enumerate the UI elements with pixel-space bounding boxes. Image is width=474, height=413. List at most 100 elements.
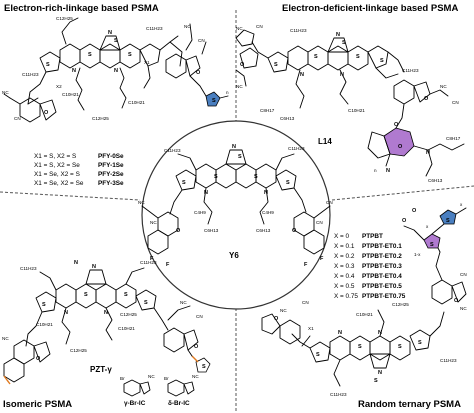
svg-text:N: N <box>64 310 68 316</box>
svg-text:x: x <box>426 224 429 229</box>
svg-text:N: N <box>336 32 340 38</box>
svg-text:C6H13: C6H13 <box>204 228 219 233</box>
svg-text:S: S <box>88 52 92 58</box>
svg-text:N: N <box>338 330 342 336</box>
svg-text:C4H9: C4H9 <box>262 210 274 215</box>
compound-PZT-gamma: PZT-γ <box>90 365 112 374</box>
svg-text:S: S <box>254 174 258 180</box>
svg-text:O: O <box>194 344 199 350</box>
svg-text:C4H9: C4H9 <box>194 210 206 215</box>
svg-text:X1 = Se, X2 = Se: X1 = Se, X2 = Se <box>34 180 84 187</box>
legend-row: X = 0.5 PTPBT-ET0.5 <box>334 283 402 290</box>
panel-title-bottom-right: Random ternary PSMA <box>358 399 461 410</box>
svg-text:S: S <box>212 98 216 104</box>
structure-bottom-left: N N S S S S N N O O S NC NC CN C11H23 C1… <box>2 260 211 407</box>
svg-text:N: N <box>340 72 344 78</box>
svg-text:1-x: 1-x <box>414 252 421 257</box>
svg-text:S: S <box>358 344 362 350</box>
svg-text:N: N <box>232 144 236 150</box>
center-circle <box>141 120 331 310</box>
svg-text:C10H21: C10H21 <box>118 326 135 331</box>
svg-text:PTPBT-ET0.4: PTPBT-ET0.4 <box>362 273 402 280</box>
svg-text:CN: CN <box>256 24 263 29</box>
svg-text:O: O <box>292 228 297 234</box>
svg-text:O: O <box>36 356 41 362</box>
svg-text:S: S <box>356 54 360 60</box>
svg-text:C11H23: C11H23 <box>288 146 305 151</box>
svg-text:NC: NC <box>236 26 243 31</box>
svg-text:N: N <box>114 68 118 74</box>
svg-text:X1 = Se, X2 = S: X1 = Se, X2 = S <box>34 171 80 178</box>
svg-text:X1 = S, X2 = Se: X1 = S, X2 = Se <box>34 162 80 169</box>
svg-text:PFY-1Se: PFY-1Se <box>98 162 124 169</box>
panel-title-top-right: Electron-deficient-linkage based PSMA <box>282 3 458 14</box>
top-left-legend: X1 = S, X2 = S PFY-0Se X1 = S, X2 = Se P… <box>34 153 124 187</box>
svg-text:PFY-2Se: PFY-2Se <box>98 171 124 178</box>
svg-text:S: S <box>144 300 148 306</box>
bottom-right-legend: X = 0 PTPBT X = 0.1 PTPBT-ET0.1 X = 0.2 … <box>334 233 406 300</box>
structure-bottom-right: N S S S S S N N O O S S O O CN NC NC CN … <box>261 202 467 397</box>
compound-Y6: Y6 <box>229 251 239 260</box>
svg-text:O: O <box>412 208 417 214</box>
svg-text:NC: NC <box>460 306 467 311</box>
structure-top-left: N S S S S N N X2 X1 O O NC CN NC CN C11H… <box>2 16 229 123</box>
svg-text:CN: CN <box>198 38 205 43</box>
svg-text:C6H13: C6H13 <box>280 116 295 121</box>
svg-text:O: O <box>240 62 245 68</box>
svg-text:S: S <box>182 180 186 186</box>
svg-text:CN: CN <box>316 220 323 225</box>
svg-text:C10H21: C10H21 <box>128 100 145 105</box>
svg-text:S: S <box>430 242 434 248</box>
svg-text:PTPBT: PTPBT <box>362 233 383 240</box>
svg-text:C8H17: C8H17 <box>260 108 275 113</box>
legend-row: X = 0.3 PTPBT-ET0.3 <box>334 263 402 270</box>
svg-text:NC: NC <box>180 300 187 305</box>
svg-text:O: O <box>176 228 181 234</box>
svg-text:C8H17: C8H17 <box>446 136 461 141</box>
svg-text:NC: NC <box>192 374 199 379</box>
svg-text:C10H21: C10H21 <box>36 322 53 327</box>
svg-text:C11H23: C11H23 <box>164 148 181 153</box>
svg-text:F: F <box>166 262 170 268</box>
svg-text:PTPBT-ET0.75: PTPBT-ET0.75 <box>362 293 406 300</box>
svg-text:C11H23: C11H23 <box>20 266 37 271</box>
svg-text:O: O <box>424 96 429 102</box>
svg-text:Br: Br <box>120 376 125 381</box>
svg-text:N: N <box>104 310 108 316</box>
svg-text:S: S <box>316 352 320 358</box>
svg-text:C11H23: C11H23 <box>440 358 457 363</box>
svg-text:PFY-3Se: PFY-3Se <box>98 180 124 187</box>
legend-row: X1 = Se, X2 = S PFY-2Se <box>34 171 124 178</box>
svg-text:C10H21: C10H21 <box>62 92 79 97</box>
svg-text:O: O <box>454 298 459 304</box>
svg-text:X = 0.3: X = 0.3 <box>334 263 355 270</box>
svg-text:N: N <box>378 330 382 336</box>
legend-row: X1 = S, X2 = Se PFY-1Se <box>34 162 124 169</box>
svg-text:N: N <box>426 150 430 156</box>
svg-text:CN: CN <box>452 100 459 105</box>
svg-text:S: S <box>128 52 132 58</box>
svg-text:S: S <box>84 292 88 298</box>
svg-text:NC: NC <box>138 200 145 205</box>
svg-text:S: S <box>214 174 218 180</box>
svg-text:C11H23: C11H23 <box>140 260 157 265</box>
svg-text:S: S <box>124 292 128 298</box>
legend-row: X1 = S, X2 = S PFY-0Se <box>34 153 124 160</box>
panel-title-bottom-left: Isomeric PSMA <box>3 399 72 410</box>
svg-text:Br: Br <box>164 376 169 381</box>
svg-text:X = 0: X = 0 <box>334 233 350 240</box>
svg-text:C12H25: C12H25 <box>392 302 409 307</box>
svg-text:N: N <box>108 30 112 36</box>
svg-text:C10H21: C10H21 <box>356 312 373 317</box>
svg-text:N: N <box>74 260 78 266</box>
svg-text:PTPBT-ET0.3: PTPBT-ET0.3 <box>362 263 402 270</box>
svg-text:C12H25: C12H25 <box>120 312 137 317</box>
svg-text:S: S <box>42 302 46 308</box>
svg-text:C11H23: C11H23 <box>330 392 347 397</box>
svg-text:C12H25: C12H25 <box>56 16 73 21</box>
svg-text:O: O <box>44 110 49 116</box>
svg-text:F: F <box>304 262 308 268</box>
svg-text:X2: X2 <box>56 84 62 89</box>
svg-text:C11H23: C11H23 <box>290 28 307 33</box>
